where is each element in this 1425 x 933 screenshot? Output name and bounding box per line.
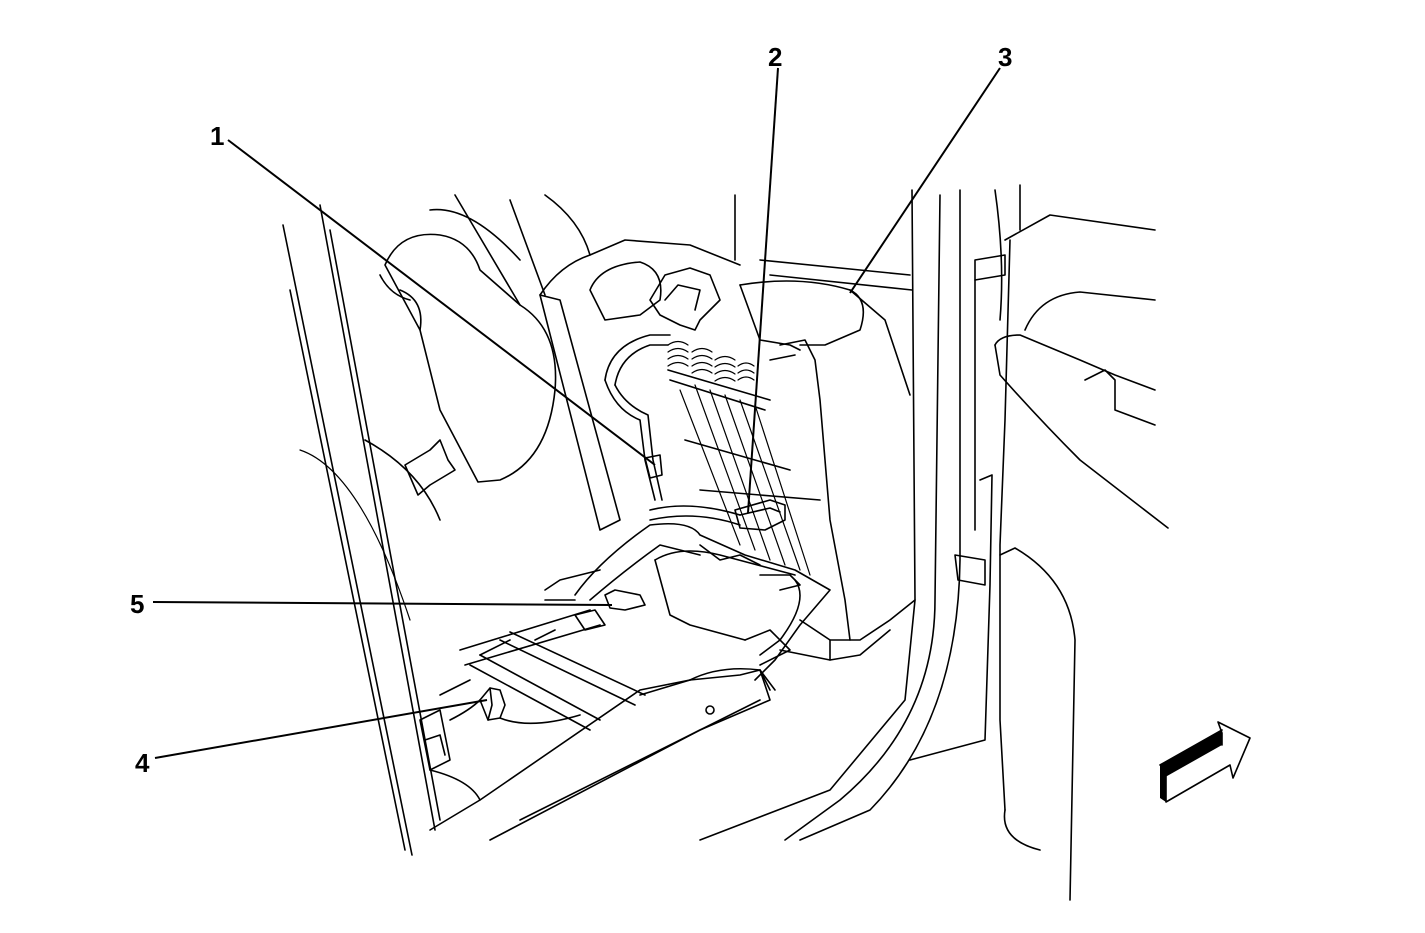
- leader-line-1: [227, 139, 656, 466]
- callout-2: 2: [768, 42, 782, 72]
- callout-1: 1: [210, 121, 224, 151]
- headrest-post: [364, 439, 456, 521]
- callout-4: 4: [135, 748, 150, 778]
- seat-cushion-frame: [544, 522, 831, 691]
- callouts: 1 2 3 4 5: [130, 42, 1012, 778]
- rear-headrest: [379, 194, 591, 483]
- seat-springs: [667, 340, 821, 576]
- leader-line-3: [849, 67, 1001, 294]
- left-pillar: [282, 204, 441, 856]
- leader-line-4: [154, 699, 488, 759]
- door-panel: [994, 214, 1169, 901]
- leader-lines: [152, 67, 1001, 759]
- callout-3: 3: [998, 42, 1012, 72]
- leader-line-5: [152, 601, 613, 606]
- forward-arrow-icon: [1159, 721, 1251, 803]
- floor-latch: [479, 687, 581, 725]
- seat-back-frame: [539, 239, 911, 641]
- wiring-harness: [604, 334, 741, 526]
- floor-rails: [439, 609, 691, 731]
- door-opening: [699, 184, 1021, 841]
- cushion-rear-support: [779, 599, 916, 661]
- floor-sill: [419, 669, 776, 841]
- callout-5: 5: [130, 589, 144, 619]
- leader-line-2: [747, 67, 779, 514]
- seat-connector: [734, 499, 786, 531]
